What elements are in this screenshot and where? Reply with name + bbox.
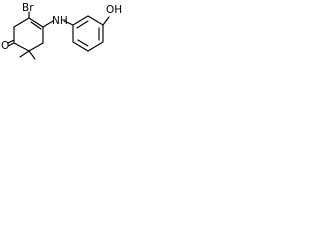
phenyl-bond-1 <box>72 15 89 26</box>
methyl-bond-2 <box>28 50 36 60</box>
carbonyl-group <box>7 39 15 47</box>
hydroxyl-bond <box>102 16 110 26</box>
carbonyl-bond-b <box>7 39 15 44</box>
ring-bond-c2-c3 <box>28 17 44 28</box>
bromine-label: Br <box>22 2 34 14</box>
methyl-bond-1 <box>19 50 30 58</box>
ring-double-bond-c2-c3-inner <box>30 21 42 30</box>
phenyl-double-bond-1 <box>76 20 89 29</box>
phenyl-bond-5 <box>72 41 89 52</box>
amine-label: NH <box>52 15 68 27</box>
ring-bond-c5-c6 <box>13 42 30 52</box>
phenyl-ring <box>72 15 104 52</box>
amine-to-phenyl-bond <box>63 20 74 26</box>
phenyl-double-bond-3 <box>77 39 89 47</box>
amine-bond <box>42 20 54 28</box>
oxygen-label: O <box>1 40 9 52</box>
phenyl-bond-2 <box>87 15 104 26</box>
cyclohexenone-ring <box>13 17 44 52</box>
hydroxyl-label: OH <box>106 4 122 16</box>
ring-bond-c4-c5 <box>28 42 44 52</box>
substituents <box>19 11 74 60</box>
chemical-structure: O Br NH OH <box>1 2 122 60</box>
hydroxyl-group <box>102 16 110 26</box>
chemical-structure-canvas: O Br NH OH <box>0 0 127 84</box>
carbonyl-bond-a <box>7 42 15 47</box>
ring-bond-c1-c2 <box>13 17 30 28</box>
phenyl-bond-4 <box>87 41 104 52</box>
